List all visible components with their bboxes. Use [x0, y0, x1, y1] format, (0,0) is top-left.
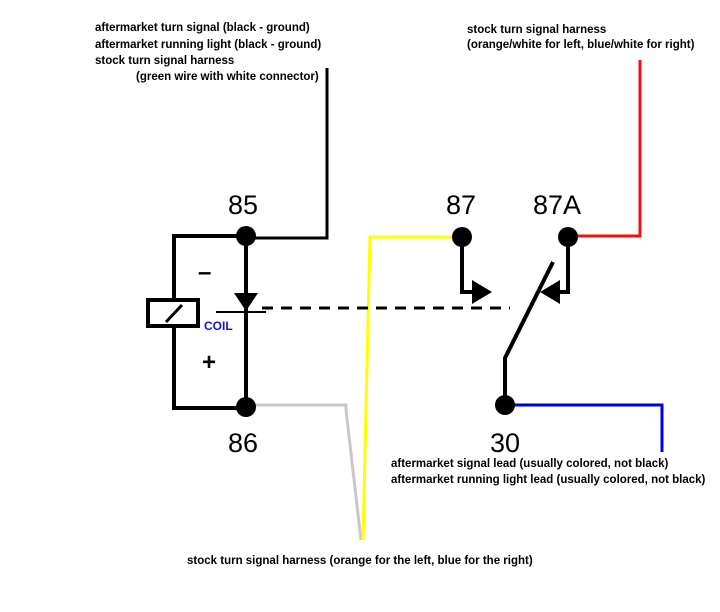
stock-87-wire	[361, 235, 462, 541]
coil-plus-sign: +	[202, 349, 216, 376]
terminal-85	[236, 226, 256, 246]
switch-arm	[503, 261, 555, 405]
coil-minus-sign: –	[198, 259, 211, 286]
top-left-note-line2: aftermarket running light (black - groun…	[95, 39, 321, 51]
top-right-note-line2: (orange/white for left, blue/white for r…	[467, 39, 695, 51]
pin-85-label: 85	[228, 190, 258, 220]
switch-contacts	[460, 238, 570, 405]
bottom-right-note-line1: aftermarket signal lead (usually colored…	[391, 458, 669, 470]
pin-87-label: 87	[446, 190, 476, 220]
pin-30-label: 30	[490, 428, 520, 458]
pin-labels: 85 86 87 87A 30	[228, 190, 581, 458]
diode-triangle	[234, 293, 258, 311]
contact-87a-arrow	[540, 280, 560, 304]
top-left-note-line3: stock turn signal harness	[95, 55, 234, 67]
top-right-note-line1: stock turn signal harness	[467, 24, 606, 36]
terminal-30	[495, 395, 515, 415]
coil-winding-stroke	[164, 303, 184, 324]
stock-87a-wire	[568, 60, 642, 238]
annotations: aftermarket turn signal (black - ground)…	[95, 22, 706, 567]
pin-86-label: 86	[228, 428, 258, 458]
bottom-right-note-line2: aftermarket running light lead (usually …	[391, 474, 706, 486]
coil-label: COIL	[204, 319, 233, 333]
terminals	[236, 226, 578, 417]
terminal-86	[236, 397, 256, 417]
bottom-note: stock turn signal harness (orange for th…	[187, 555, 533, 567]
ground-wire	[246, 68, 329, 240]
contact-87-arrow	[472, 280, 492, 304]
aftermarket-30-wire	[505, 403, 664, 452]
terminal-87a	[558, 227, 578, 247]
terminal-87	[452, 227, 472, 247]
top-left-note-line1: aftermarket turn signal (black - ground)	[95, 22, 310, 34]
stock-86-wire	[248, 403, 363, 541]
wires	[246, 60, 664, 541]
top-left-note-line4: (green wire with white connector)	[136, 71, 319, 83]
coil-circuit: COIL – +	[146, 234, 266, 410]
pin-87a-label: 87A	[533, 190, 581, 220]
